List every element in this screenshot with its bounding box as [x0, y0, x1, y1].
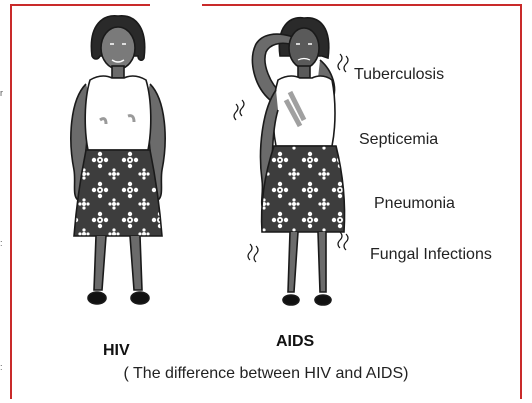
aids-top	[273, 76, 335, 146]
condition-label-pneumonia: Pneumonia	[374, 195, 455, 213]
condition-label-tuberculosis: Tuberculosis	[354, 66, 444, 84]
hiv-figure	[71, 16, 165, 304]
aids-skirt	[262, 146, 345, 232]
aids-legs	[288, 232, 326, 292]
hiv-legs	[94, 236, 142, 290]
hiv-skirt	[74, 150, 162, 236]
aids-face	[289, 28, 319, 68]
aids-figure	[234, 18, 348, 305]
hiv-top	[85, 76, 151, 150]
condition-label-septicemia: Septicemia	[359, 131, 438, 149]
figure-caption: ( The difference between HIV and AIDS)	[0, 365, 532, 383]
hiv-label: HIV	[103, 342, 130, 360]
aids-label: AIDS	[276, 333, 314, 351]
condition-label-fungal-infections: Fungal Infections	[370, 246, 492, 264]
